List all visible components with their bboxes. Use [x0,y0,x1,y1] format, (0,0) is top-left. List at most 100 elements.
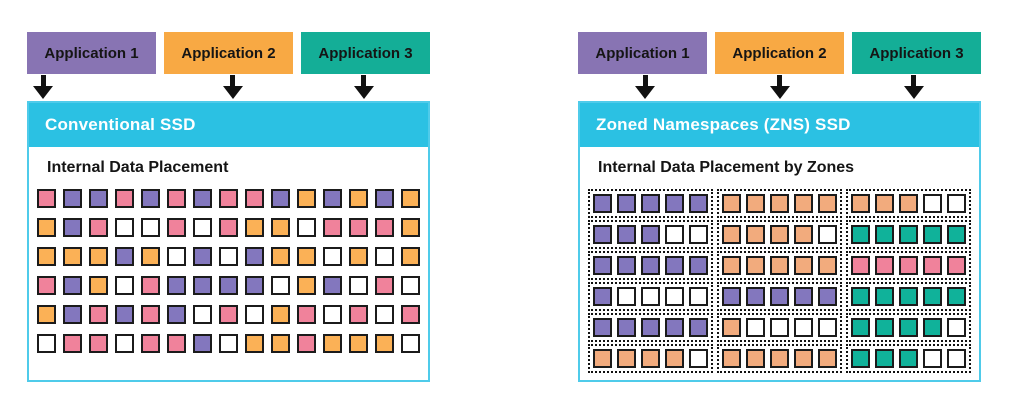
data-block-white [141,218,160,237]
data-block-peach [641,349,660,368]
data-block-purple [63,189,82,208]
data-block-peach [770,194,789,213]
data-block-orange [271,218,290,237]
data-block-pink [167,218,186,237]
data-block-pink [349,218,368,237]
data-block-pink [115,189,134,208]
data-block-peach [722,225,741,244]
data-block-white [818,318,837,337]
data-block-purple [617,256,636,275]
data-block-white [245,305,264,324]
data-block-teal [851,318,870,337]
placement-label: Internal Data Placement by Zones [598,159,855,176]
zone [717,189,842,218]
data-block-pink [37,276,56,295]
data-block-pink [89,305,108,324]
data-block-white [115,218,134,237]
zone [717,313,842,342]
data-block-pink [167,189,186,208]
data-block-pink [947,256,966,275]
data-block-peach [722,349,741,368]
data-block-peach [794,194,813,213]
data-block-purple [115,305,134,324]
conventional-ssd-header: Conventional SSD [29,103,428,147]
data-block-white [323,305,342,324]
zns-ssd-box: Zoned Namespaces (ZNS) SSD Internal Data… [578,101,981,382]
zns-ssd-body: Internal Data Placement by Zones [580,147,979,380]
zone-row [588,251,971,280]
conventional-grid [37,189,420,353]
data-block-peach [770,256,789,275]
data-block-purple [63,305,82,324]
data-block-orange [323,334,342,353]
data-block-pink [89,218,108,237]
data-block-peach [770,225,789,244]
application-1-label: Application 1 [44,44,139,62]
application-3-label: Application 3 [318,44,413,62]
data-block-white [770,318,789,337]
application-1-box: Application 1 [578,32,707,74]
zone [588,282,713,311]
data-block-purple [665,318,684,337]
data-block-purple [323,276,342,295]
data-block-teal [875,287,894,306]
zone [717,282,842,311]
data-block-orange [349,334,368,353]
data-block-purple [323,189,342,208]
data-block-pink [167,334,186,353]
data-block-white [271,276,290,295]
down-arrow-icon [770,75,790,99]
data-block-pink [37,189,56,208]
zone [588,251,713,280]
data-block-white [219,334,238,353]
data-block-purple [593,318,612,337]
application-2-box: Application 2 [164,32,293,74]
data-block-peach [722,318,741,337]
data-block-pink [349,305,368,324]
data-block-purple [63,218,82,237]
data-block-purple [689,318,708,337]
data-block-white [641,287,660,306]
placement-label: Internal Data Placement [47,159,229,176]
zone-row [588,282,971,311]
data-block-purple [593,225,612,244]
data-block-teal [923,225,942,244]
application-2-box: Application 2 [715,32,844,74]
data-block-teal [899,349,918,368]
data-block-teal [875,349,894,368]
data-block-orange [63,247,82,266]
data-block-pink [141,305,160,324]
data-block-peach [794,349,813,368]
applications-row: Application 1 Application 2 Application … [27,32,430,74]
data-block-orange [297,189,316,208]
data-block-white [193,218,212,237]
data-block-peach [794,225,813,244]
data-block-orange [37,247,56,266]
data-block-white [37,334,56,353]
application-3-label: Application 3 [869,44,964,62]
data-block-purple [593,194,612,213]
data-block-orange [297,247,316,266]
zone [846,220,971,249]
zns-ssd-header: Zoned Namespaces (ZNS) SSD [580,103,979,147]
data-block-peach [818,194,837,213]
zone [846,313,971,342]
data-block-pink [323,218,342,237]
data-block-pink [297,305,316,324]
data-block-purple [245,276,264,295]
data-block-teal [923,318,942,337]
data-block-orange [271,334,290,353]
conventional-ssd-panel: Application 1 Application 2 Application … [27,32,430,382]
data-block-purple [593,256,612,275]
data-block-peach [617,349,636,368]
data-block-white [947,194,966,213]
zone [846,251,971,280]
data-block-pink [219,189,238,208]
zns-ssd-panel: Application 1 Application 2 Application … [578,32,981,382]
zone [717,220,842,249]
data-block-peach [746,194,765,213]
data-block-purple [722,287,741,306]
data-block-purple [641,194,660,213]
data-block-teal [899,287,918,306]
data-block-peach [818,349,837,368]
